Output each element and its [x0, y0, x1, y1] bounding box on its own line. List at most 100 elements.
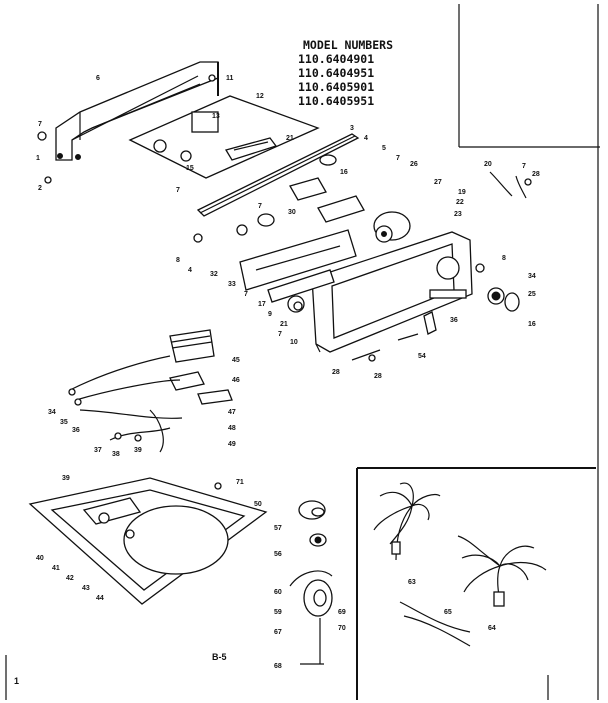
callout-32: 32: [210, 271, 218, 278]
callout-39: 39: [62, 475, 70, 482]
callout-28: 28: [332, 369, 340, 376]
callout-4b: 4: [188, 267, 192, 274]
callout-68: 68: [274, 663, 282, 670]
callout-21: 21: [286, 135, 294, 142]
callout-4: 4: [364, 135, 368, 142]
callout-43: 43: [82, 585, 90, 592]
callout-54: 54: [418, 353, 426, 360]
callout-22: 22: [456, 199, 464, 206]
model-number-2: 110.6404951: [298, 66, 374, 80]
callout-36b: 36: [72, 427, 80, 434]
callout-23: 23: [454, 211, 462, 218]
callout-44: 44: [96, 595, 104, 602]
console-panel: [311, 231, 473, 353]
footer-mark: 1: [14, 676, 19, 686]
callout-47: 47: [228, 409, 236, 416]
callout-40: 40: [36, 555, 44, 562]
timer-mounting-plate: [128, 95, 320, 179]
callout-7c: 7: [396, 155, 400, 162]
motor-part-27: [373, 211, 411, 243]
callout-9: 9: [268, 311, 272, 318]
callout-57: 57: [274, 525, 282, 532]
callout-46: 46: [232, 377, 240, 384]
callout-29: 28: [374, 373, 382, 380]
model-number-3: 110.6405901: [298, 80, 374, 94]
callout-60: 60: [274, 589, 282, 596]
wire-harness-64: [457, 535, 547, 607]
callout-15: 15: [186, 165, 194, 172]
wire-harness-box: [356, 467, 596, 700]
callout-20: 20: [484, 161, 492, 168]
page-border: [5, 4, 600, 700]
callout-37: 37: [94, 447, 102, 454]
callout-8a: 8: [176, 257, 180, 264]
callout-34a: 34: [528, 273, 536, 280]
callout-56: 56: [274, 551, 282, 558]
wire-harness-63: [373, 482, 441, 561]
lid-switch: [289, 570, 333, 665]
callout-28-top: 28: [532, 171, 540, 178]
callout-2: 2: [38, 185, 42, 192]
callout-49: 49: [228, 441, 236, 448]
knob-parts: [475, 263, 520, 312]
callout-7d: 7: [258, 203, 262, 210]
callout-69: 69: [338, 609, 346, 616]
callout-19: 19: [458, 189, 466, 196]
washer-top: [28, 477, 268, 605]
wire-65: [399, 601, 471, 647]
console-front-plate: [239, 229, 357, 313]
switch-bar: [196, 133, 360, 217]
callout-7g: 7: [278, 331, 282, 338]
callout-30: 30: [288, 209, 296, 216]
callout-11: 11: [226, 75, 234, 82]
callout-18: 16: [340, 169, 348, 176]
callout-10: 10: [290, 339, 298, 346]
callout-27: 27: [434, 179, 442, 186]
callout-59: 59: [274, 609, 282, 616]
callout-26: 26: [410, 161, 418, 168]
callout-50: 50: [254, 501, 262, 508]
page-label: B-5: [212, 652, 227, 662]
callout-48: 48: [228, 425, 236, 432]
wiring-left: [68, 355, 183, 453]
callout-67: 67: [274, 629, 282, 636]
model-number-1: 110.6404901: [298, 52, 374, 66]
callout-45: 45: [232, 357, 240, 364]
callout-16: 16: [528, 321, 536, 328]
callout-63: 63: [408, 579, 416, 586]
misc-fasteners: [37, 74, 532, 490]
callout-38: 38: [112, 451, 120, 458]
small-parts-mid: [193, 154, 365, 243]
callout-39b: 39: [134, 447, 142, 454]
callout-36: 36: [450, 317, 458, 324]
callout-1: 1: [36, 155, 40, 162]
console-bracket: [55, 61, 219, 161]
callout-7e: 7: [522, 163, 526, 170]
callout-8b: 8: [502, 255, 506, 262]
model-number-4: 110.6405951: [298, 94, 374, 108]
callout-21b: 21: [280, 321, 288, 328]
callout-33: 33: [228, 281, 236, 288]
callout-35: 35: [60, 419, 68, 426]
callout-7a: 7: [38, 121, 42, 128]
callout-25: 25: [528, 291, 536, 298]
model-numbers-title: MODEL NUMBERS: [303, 38, 393, 52]
harness-plate: [169, 329, 233, 405]
callout-64: 64: [488, 625, 496, 632]
callout-41: 41: [52, 565, 60, 572]
callout-42: 42: [66, 575, 74, 582]
callout-6: 6: [96, 75, 100, 82]
callout-71: 71: [236, 479, 244, 486]
callout-70: 70: [338, 625, 346, 632]
callout-34b: 34: [48, 409, 56, 416]
callout-65: 65: [444, 609, 452, 616]
lid-hinge-parts: [298, 500, 327, 547]
callout-7b: 7: [176, 187, 180, 194]
callout-13: 13: [212, 113, 220, 120]
callout-3: 3: [350, 125, 354, 132]
callout-17: 17: [258, 301, 266, 308]
callout-labels: 6 11 12 7 1 2 13 15 21 3 4 5 7 7 26 16 3…: [36, 75, 540, 670]
callout-7f: 7: [244, 291, 248, 298]
callout-5: 5: [382, 145, 386, 152]
